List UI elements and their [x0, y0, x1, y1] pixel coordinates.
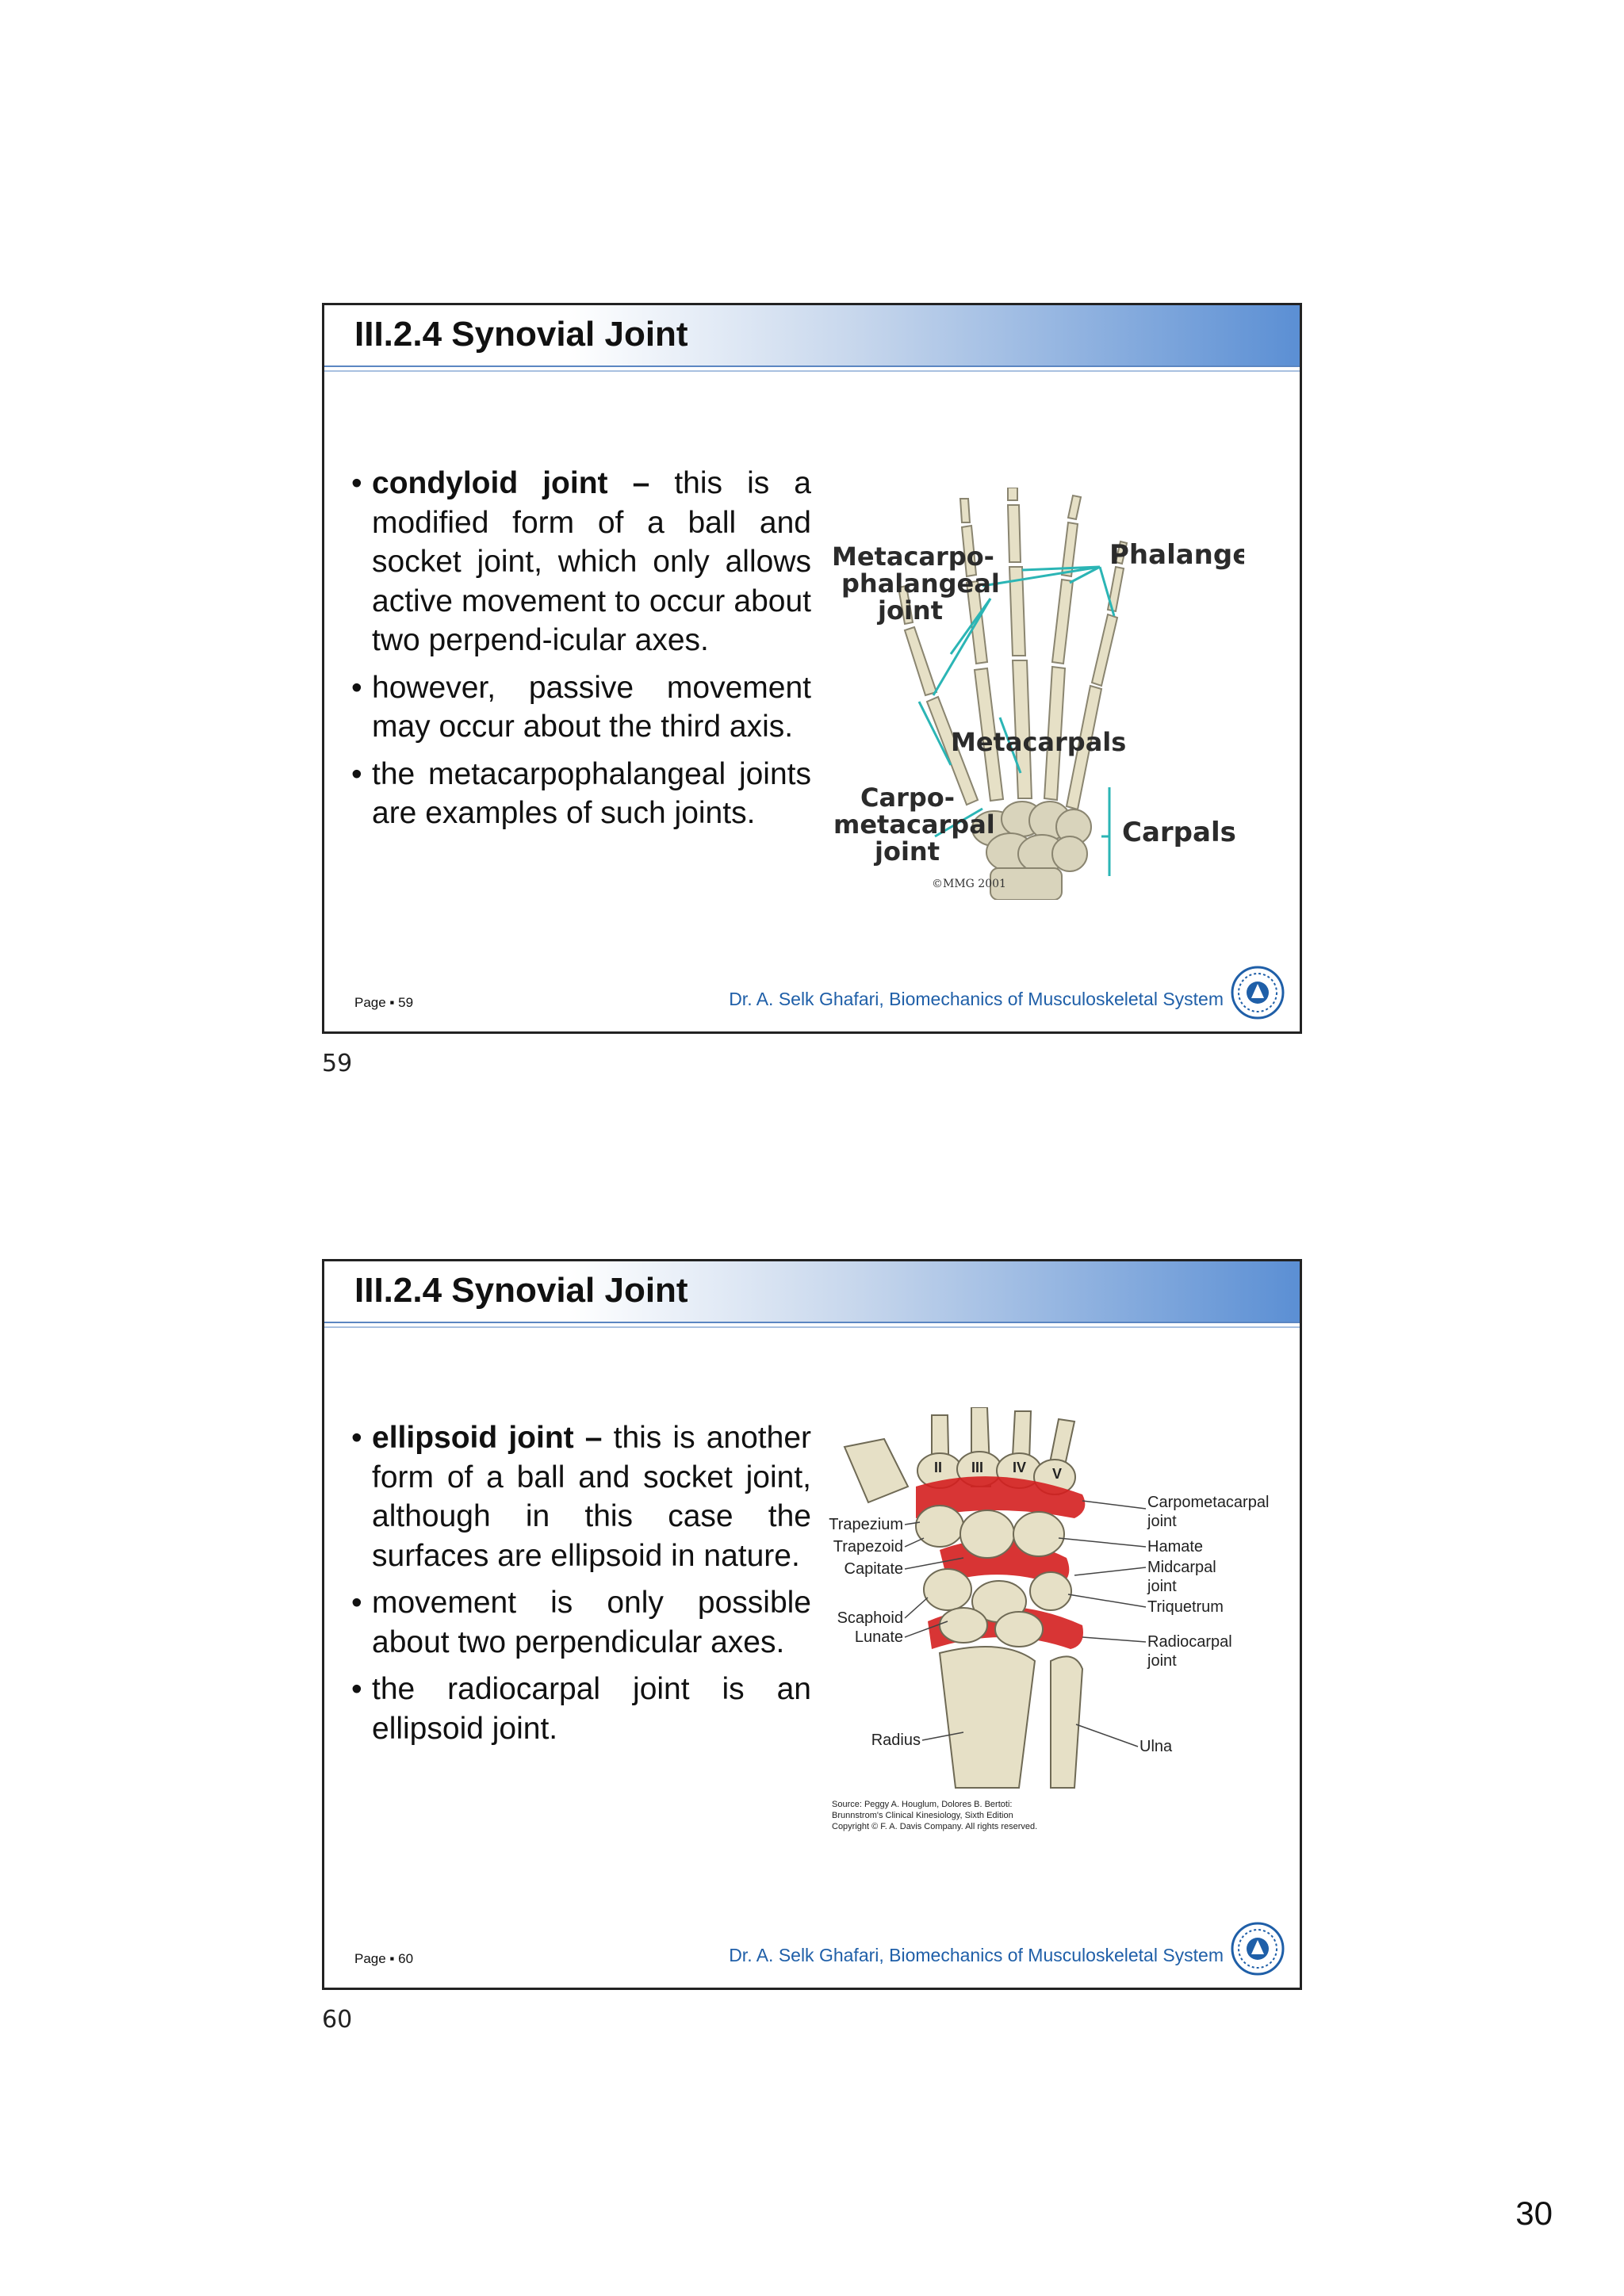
- label-cmc-joint: Carpometacarpal: [1147, 1494, 1269, 1511]
- author-credit: Dr. A. Selk Ghafari, Biomechanics of Mus…: [729, 1945, 1224, 1965]
- source-note: Source: Peggy A. Houglum, Dolores B. Ber…: [832, 1800, 1012, 1809]
- label-mcp: joint: [876, 595, 943, 626]
- label-phalanges: Phalanges: [1109, 539, 1244, 571]
- university-logo-icon: [1231, 966, 1285, 1020]
- university-logo-icon: [1231, 1922, 1285, 1976]
- slide-title: III.2.4 Synovial Joint: [354, 1271, 688, 1310]
- label-metacarpals: Metacarpals: [951, 727, 1126, 757]
- slide-59: III.2.4 Synovial Joint •condyloid joint …: [322, 303, 1302, 1034]
- bullet-list: •condyloid joint – this is a modified fo…: [351, 464, 811, 841]
- hand-bones-figure: Phalanges Metacarpo- phalangeal joint Me…: [832, 488, 1244, 900]
- label-radius: Radius: [871, 1732, 921, 1749]
- label-mc-iii: III: [971, 1460, 983, 1475]
- label-lunate: Lunate: [855, 1628, 903, 1646]
- title-bar: [324, 305, 1300, 372]
- bullet-item: •however, passive movement may occur abo…: [351, 670, 811, 744]
- label-ulna: Ulna: [1139, 1738, 1173, 1755]
- bullet-item: •movement is only possible about two per…: [351, 1586, 811, 1659]
- label-trapezium: Trapezium: [829, 1516, 903, 1533]
- label-trapezoid: Trapezoid: [833, 1538, 903, 1556]
- label-cmc-joint: joint: [1147, 1513, 1177, 1530]
- label-cmc: joint: [873, 836, 940, 867]
- wrist-bones-figure: II III IV V Trapezium Trapezoid Capitate…: [829, 1407, 1269, 1831]
- label-copyright: ©MMG 2001: [932, 878, 1006, 890]
- page-label: Page ▪ 60: [354, 1951, 414, 1966]
- slide-number: 60: [322, 2006, 353, 2034]
- label-scaphoid: Scaphoid: [837, 1609, 903, 1627]
- label-mc-iv: IV: [1013, 1460, 1026, 1475]
- label-mcp: phalangeal: [841, 568, 1000, 599]
- bullet-item: •ellipsoid joint – this is another form …: [351, 1421, 812, 1573]
- author-credit: Dr. A. Selk Ghafari, Biomechanics of Mus…: [729, 989, 1224, 1009]
- source-note: Brunnstrom's Clinical Kinesiology, Sixth…: [832, 1811, 1013, 1820]
- slide-title: III.2.4 Synovial Joint: [354, 315, 688, 354]
- bullet-item: •the radiocarpal joint is an ellipsoid j…: [351, 1672, 811, 1746]
- label-mc-ii: II: [934, 1460, 942, 1475]
- label-mcp: Metacarpo-: [832, 541, 994, 572]
- source-note: Copyright © F. A. Davis Company. All rig…: [832, 1822, 1037, 1831]
- label-hamate: Hamate: [1147, 1538, 1203, 1556]
- slide-60: III.2.4 Synovial Joint •ellipsoid joint …: [322, 1259, 1302, 1990]
- label-cmc: Carpo-: [860, 783, 955, 813]
- label-triquetrum: Triquetrum: [1147, 1598, 1224, 1616]
- label-capitate: Capitate: [845, 1560, 904, 1578]
- title-bar: [324, 1261, 1300, 1328]
- label-radiocarpal-joint: Radiocarpal: [1147, 1633, 1232, 1651]
- bullet-item: •the metacarpophalangeal joints are exam…: [351, 756, 811, 831]
- label-mc-v: V: [1052, 1466, 1062, 1482]
- label-midcarpal-joint: Midcarpal: [1147, 1559, 1216, 1576]
- bullet-item: •condyloid joint – this is a modified fo…: [351, 466, 811, 657]
- sheet-page-number: 30: [1515, 2195, 1553, 2232]
- label-cmc: metacarpal: [833, 809, 995, 840]
- bullet-list: •ellipsoid joint – this is another form …: [351, 1418, 811, 1756]
- page-label: Page ▪ 59: [354, 995, 414, 1010]
- slide-number: 59: [322, 1050, 353, 1077]
- label-radiocarpal-joint: joint: [1147, 1652, 1177, 1670]
- label-carpals: Carpals: [1122, 817, 1236, 848]
- label-midcarpal-joint: joint: [1147, 1578, 1177, 1595]
